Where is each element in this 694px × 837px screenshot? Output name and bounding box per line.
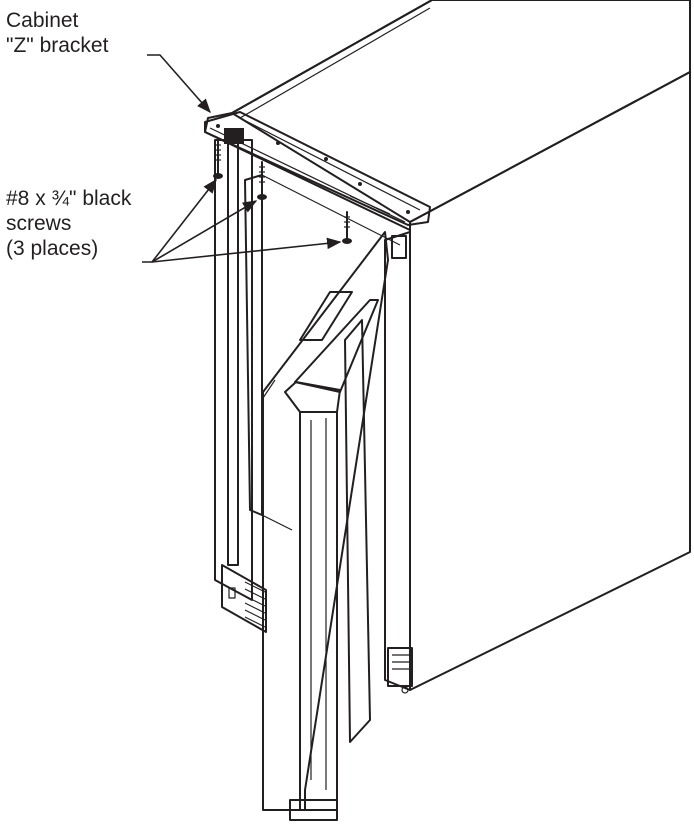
z-bracket — [204, 111, 431, 226]
lower-vent — [221, 564, 267, 633]
screw-right — [342, 211, 352, 244]
callout-screws-line-2: screws — [6, 212, 72, 235]
screws-leader-lines — [142, 178, 342, 263]
callout-screws-line-1: #8 x ¾" black — [6, 187, 132, 210]
cabinet-body — [204, 0, 691, 691]
cabinet-frame — [214, 139, 413, 694]
callout-bracket-line-1: Cabinet — [6, 9, 79, 32]
screw-middle — [257, 161, 267, 200]
callout-screws-line-3: (3 places) — [6, 237, 99, 260]
callout-bracket-line-2: "Z" bracket — [6, 34, 109, 57]
open-door — [262, 231, 389, 821]
callout-cabinet-z-bracket: Cabinet "Z" bracket — [6, 8, 108, 58]
screw-left — [213, 139, 223, 179]
bracket-leader-line — [147, 54, 211, 114]
callout-screws: #8 x ¾" black screws (3 places) — [6, 186, 131, 261]
